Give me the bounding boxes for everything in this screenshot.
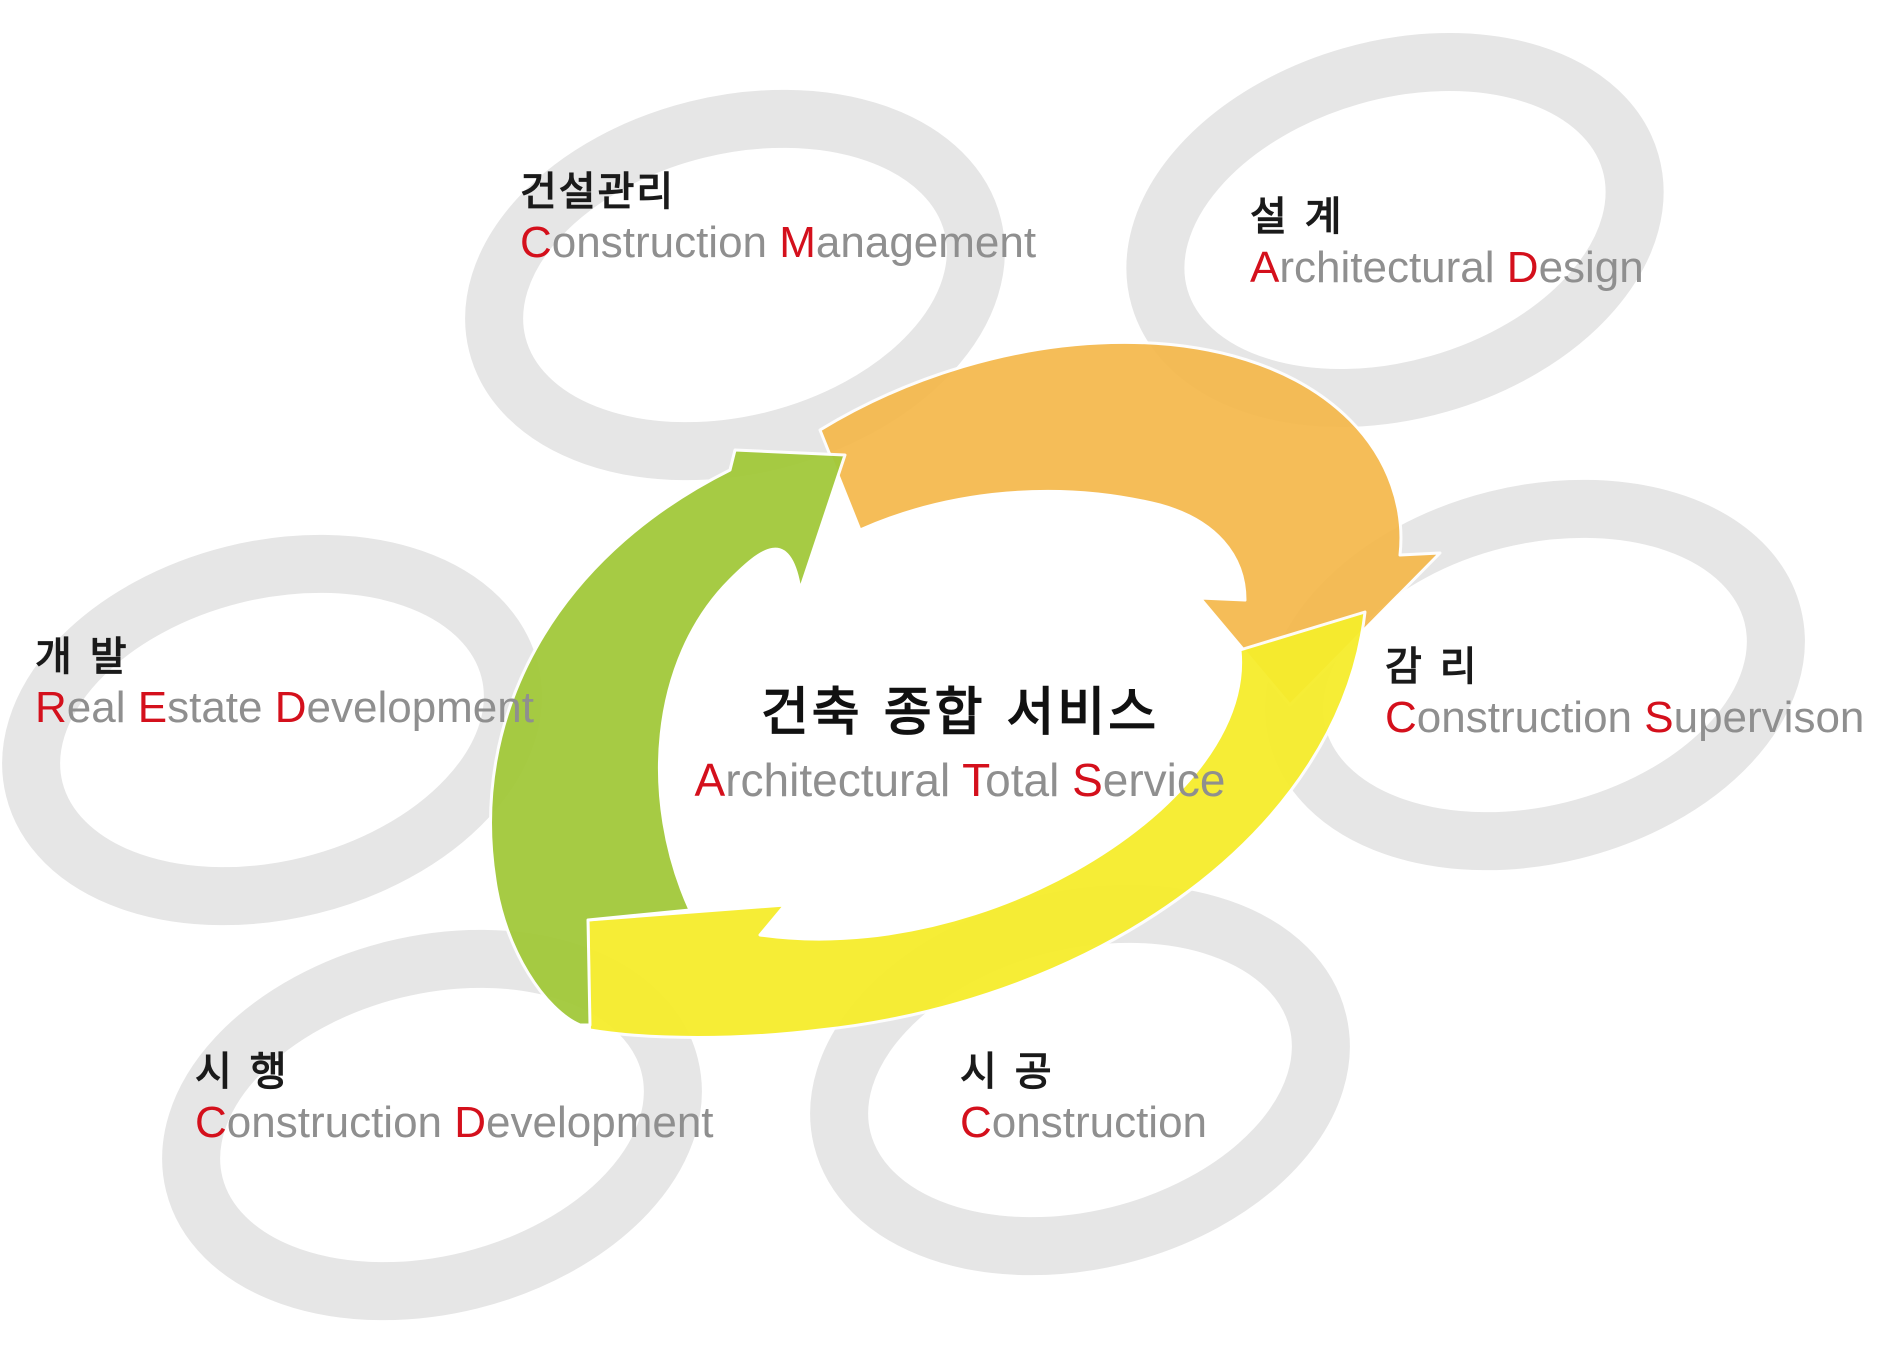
center-word: otal: [985, 754, 1073, 806]
initial-letter: S: [1644, 693, 1674, 742]
initial-letter: C: [520, 218, 552, 267]
center-title-ko: 건축 종합 서비스: [760, 683, 1160, 743]
initial-letter: C: [195, 1098, 227, 1147]
center-word: ervice: [1102, 754, 1226, 806]
node-title-en: Construction Management: [520, 218, 1036, 269]
center-initial: A: [694, 754, 726, 806]
node-title-en: Architectural Design: [1250, 243, 1644, 294]
node-construction-development: 시 행 Construction Development: [195, 1050, 714, 1149]
center-title-en: Architectural Total Service: [680, 753, 1240, 807]
word-rest: onstruction: [991, 1098, 1208, 1147]
initial-letter: R: [35, 683, 67, 732]
arrow-green: [489, 448, 847, 1027]
node-construction-supervision: 감 리 Construction Supervison: [1385, 645, 1864, 744]
node-title-ko: 감 리: [1385, 644, 1479, 690]
initial-letter: D: [454, 1098, 487, 1147]
word-rest: onstruction: [1416, 693, 1645, 742]
node-construction: 시 공 Construction: [960, 1050, 1207, 1149]
word-rest: anagement: [815, 218, 1037, 267]
ring-architectural-design: [1126, 33, 1664, 427]
center-initial: S: [1072, 754, 1103, 806]
word-rest: evelopment: [306, 683, 534, 732]
ring-construction-development: [162, 929, 702, 1321]
initial-letter: M: [779, 218, 816, 267]
initial-letter: D: [274, 683, 307, 732]
ring-real-estate-development: [2, 534, 542, 926]
initial-letter: C: [960, 1098, 992, 1147]
word-rest: evelopment: [486, 1098, 714, 1147]
node-real-estate-development: 개 발 Real Estate Development: [35, 635, 534, 734]
initial-letter: E: [137, 683, 168, 732]
initial-letter: C: [1385, 693, 1417, 742]
initial-letter: A: [1250, 243, 1280, 292]
word-rest: onstruction: [551, 218, 780, 267]
center-label: 건축 종합 서비스 Architectural Total Service: [680, 670, 1240, 807]
node-title-en: Construction: [960, 1098, 1207, 1149]
word-rest: onstruction: [226, 1098, 455, 1147]
node-architectural-design: 설 계 Architectural Design: [1250, 195, 1644, 294]
center-initial: T: [962, 754, 986, 806]
node-title-ko: 시 공: [960, 1049, 1054, 1095]
node-title-en: Construction Development: [195, 1098, 714, 1149]
ring-construction-management: [465, 89, 1005, 481]
arrow-orange: [818, 340, 1442, 707]
node-title-ko: 건설관리: [520, 169, 676, 215]
node-title-ko: 시 행: [195, 1049, 289, 1095]
node-construction-management: 건설관리 Construction Management: [520, 170, 1036, 269]
node-title-ko: 설 계: [1250, 194, 1344, 240]
word-rest: esign: [1538, 243, 1644, 292]
arrow-yellow: [586, 610, 1367, 1072]
word-rest: eal: [66, 683, 138, 732]
node-title-en: Construction Supervison: [1385, 693, 1864, 744]
initial-letter: D: [1506, 243, 1539, 292]
word-rest: upervison: [1673, 693, 1865, 742]
node-title-en: Real Estate Development: [35, 683, 534, 734]
node-title-ko: 개 발: [35, 634, 129, 680]
word-rest: rchitectural: [1279, 243, 1507, 292]
word-rest: state: [167, 683, 275, 732]
center-word: rchitectural: [725, 754, 963, 806]
